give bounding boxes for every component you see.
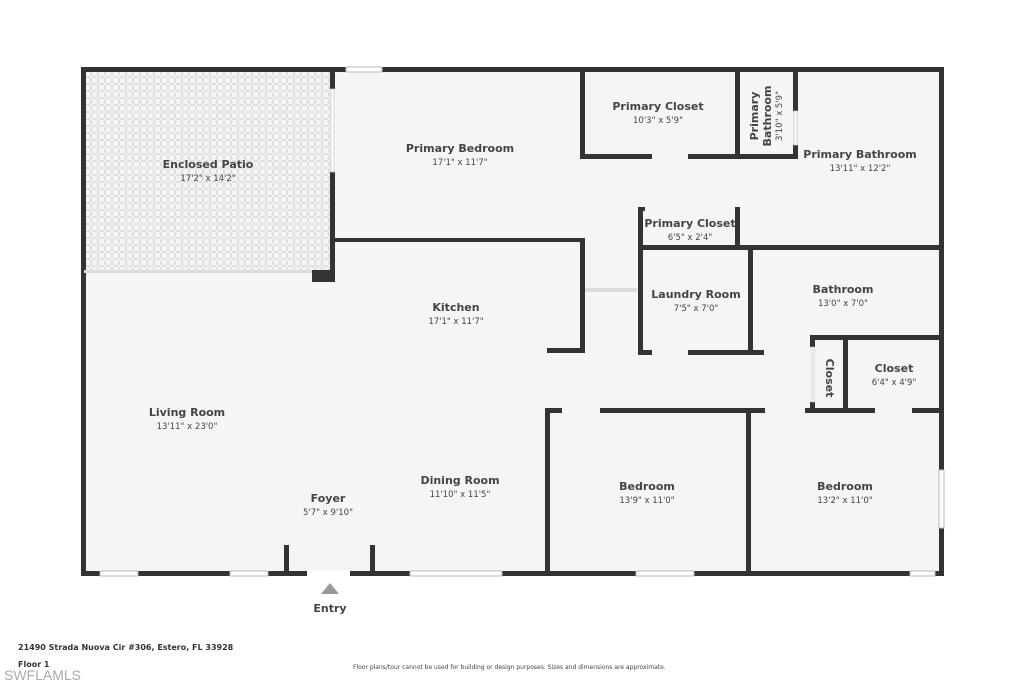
patio-tile	[84, 71, 333, 272]
room-name-dining-room: Dining Room	[420, 474, 499, 487]
room-labels: Enclosed Patio 17'2" x 14'2" Primary Bed…	[149, 86, 917, 615]
room-name-living-room: Living Room	[149, 406, 225, 419]
room-name-kitchen: Kitchen	[432, 301, 479, 314]
room-name-primary-bathroom: Primary Bathroom	[803, 148, 916, 161]
room-name-primary-closet-1: Primary Closet	[612, 100, 703, 113]
room-dims-primary-bathroom-small: 3'10" x 5'9"	[775, 91, 785, 141]
room-dims-enclosed-patio: 17'2" x 14'2"	[180, 174, 235, 184]
room-dims-bathroom: 13'0" x 7'0"	[818, 299, 868, 309]
room-dims-primary-closet-1: 10'3" x 5'9"	[633, 116, 683, 126]
room-dims-closet: 6'4" x 4'9"	[872, 378, 917, 388]
property-address: 21490 Strada Nuova Cir #306, Estero, FL …	[18, 643, 234, 652]
entry-arrow-icon	[321, 583, 339, 594]
room-name-primary-bathroom-small-1: Primary	[748, 92, 761, 141]
room-dims-kitchen: 17'1" x 11'7"	[428, 317, 483, 327]
room-dims-bedroom-1: 13'9" x 11'0"	[619, 496, 674, 506]
room-dims-laundry-room: 7'5" x 7'0"	[674, 304, 719, 314]
room-dims-primary-closet-2: 6'5" x 2'4"	[668, 233, 713, 243]
room-dims-living-room: 13'11" x 23'0"	[157, 422, 218, 432]
room-name-primary-bedroom: Primary Bedroom	[406, 142, 514, 155]
room-name-bedroom-2: Bedroom	[817, 480, 873, 493]
room-name-primary-bathroom-small-2: Bathroom	[761, 86, 774, 147]
room-name-closet-small: Closet	[823, 359, 836, 398]
room-dims-dining-room: 11'10" x 11'5"	[430, 490, 491, 500]
walls	[81, 67, 944, 576]
room-name-bedroom-1: Bedroom	[619, 480, 675, 493]
disclaimer: Floor plans/tour cannot be used for buil…	[353, 664, 666, 671]
room-name-bathroom: Bathroom	[813, 283, 874, 296]
room-name-enclosed-patio: Enclosed Patio	[163, 158, 254, 171]
watermark-logo: SWFLAMLS	[4, 667, 82, 683]
room-name-laundry-room: Laundry Room	[651, 288, 740, 301]
openings	[99, 66, 945, 594]
room-name-primary-closet-2: Primary Closet	[644, 217, 735, 230]
room-dims-foyer: 5'7" x 9'10"	[303, 508, 353, 518]
room-dims-bedroom-2: 13'2" x 11'0"	[817, 496, 872, 506]
room-name-foyer: Foyer	[311, 492, 346, 505]
floor-label: Floor 1	[18, 660, 50, 669]
room-name-closet: Closet	[875, 362, 914, 375]
room-dims-primary-bedroom: 17'1" x 11'7"	[432, 158, 487, 168]
entry-label: Entry	[313, 602, 346, 615]
room-dims-primary-bathroom: 13'11" x 12'2"	[830, 164, 891, 174]
